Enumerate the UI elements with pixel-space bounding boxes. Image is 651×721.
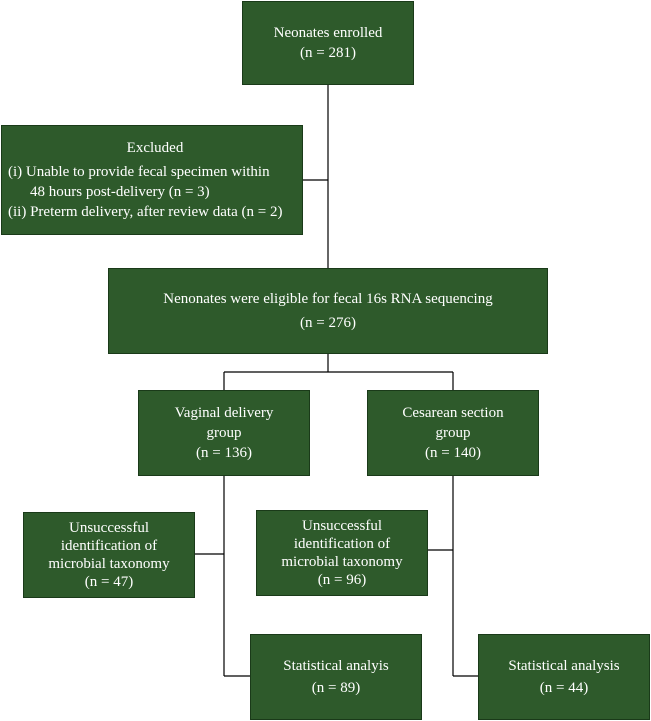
excluded-item-1: (i) Unable to provide fecal specimen wit… [8, 164, 270, 180]
enrolled-title: Neonates enrolled [273, 25, 383, 41]
analysis-vaginal-count: (n = 89) [311, 680, 361, 696]
cesarean-title-line2: group [435, 425, 471, 441]
excluded-box: Excluded (i) Unable to provide fecal spe… [1, 125, 303, 235]
vaginal-group-box: Vaginal delivery group (n = 136) [138, 390, 310, 476]
unsuccessful-cesarean-line1: Unsuccessful [302, 518, 382, 534]
analysis-vaginal-box: Statistical analyis (n = 89) [250, 634, 422, 720]
vaginal-count: (n = 136) [196, 445, 252, 461]
vaginal-title-line1: Vaginal delivery [174, 405, 274, 421]
analysis-cesarean-count: (n = 44) [539, 680, 589, 696]
cesarean-group-box: Cesarean section group (n = 140) [367, 390, 539, 476]
unsuccessful-vaginal-line3: microbial taxonomy [48, 556, 170, 572]
analysis-cesarean-box: Statistical analysis (n = 44) [478, 634, 650, 720]
vaginal-title-line2: group [206, 425, 242, 441]
unsuccessful-vaginal-line1: Unsuccessful [69, 520, 149, 536]
enrolled-count: (n = 281) [300, 45, 356, 61]
cesarean-count: (n = 140) [425, 445, 481, 461]
unsuccessful-cesarean-box: Unsuccessful identification of microbial… [256, 510, 428, 596]
enrolled-box: Neonates enrolled (n = 281) [242, 1, 414, 85]
unsuccessful-cesarean-line3: microbial taxonomy [281, 554, 403, 570]
unsuccessful-cesarean-line2: identification of [293, 536, 391, 552]
excluded-title: Excluded [126, 140, 184, 156]
unsuccessful-cesarean-count: (n = 96) [317, 572, 367, 588]
eligible-box: Nenonates were eligible for fecal 16s RN… [108, 268, 548, 354]
excluded-item-1-continued: 48 hours post-delivery (n = 3) [30, 184, 210, 200]
analysis-vaginal-title: Statistical analyis [283, 658, 389, 674]
eligible-title: Nenonates were eligible for fecal 16s RN… [163, 291, 493, 307]
unsuccessful-vaginal-count: (n = 47) [84, 574, 134, 590]
unsuccessful-vaginal-line2: identification of [60, 538, 158, 554]
unsuccessful-vaginal-box: Unsuccessful identification of microbial… [23, 512, 195, 598]
cesarean-title-line1: Cesarean section [402, 405, 504, 421]
excluded-item-2: (ii) Preterm delivery, after review data… [8, 204, 283, 220]
eligible-count: (n = 276) [300, 315, 356, 331]
analysis-cesarean-title: Statistical analysis [508, 658, 620, 674]
